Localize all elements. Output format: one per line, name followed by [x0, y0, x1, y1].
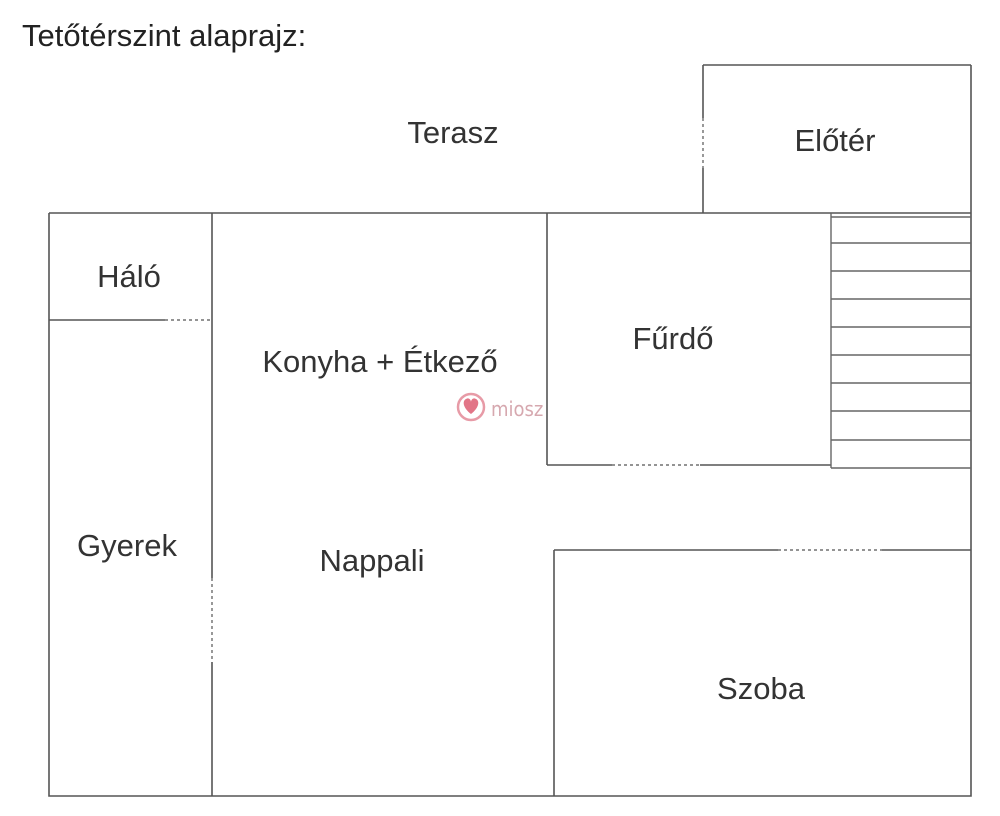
left-column-walls: [49, 213, 213, 796]
staircase: [830, 213, 971, 469]
room-label-terasz: Terasz: [407, 115, 498, 150]
watermark-logo: miosz: [456, 392, 543, 422]
room-label-gyerek: Gyerek: [77, 528, 177, 563]
bathroom-walls: [546, 213, 831, 466]
room-label-konyha-etkezo: Konyha + Étkező: [262, 344, 497, 379]
room-label-szoba: Szoba: [717, 671, 806, 706]
room-szoba-walls: [553, 549, 971, 796]
room-label-furdo: Fűrdő: [633, 321, 714, 356]
room-label-eloter: Előtér: [795, 123, 876, 158]
outer-walls: [48, 212, 972, 797]
room-label-halo: Háló: [97, 259, 161, 294]
plan-title: Tetőtérszint alaprajz:: [22, 18, 306, 53]
watermark-text: miosz: [491, 397, 543, 421]
room-label-nappali: Nappali: [319, 543, 424, 578]
heart-icon: [456, 392, 486, 422]
entrance-hall-walls: [702, 64, 972, 468]
